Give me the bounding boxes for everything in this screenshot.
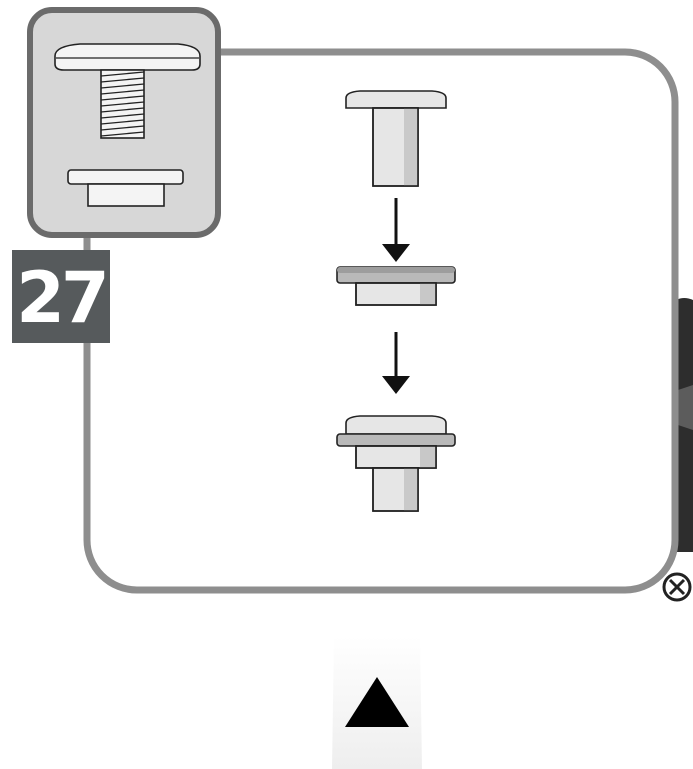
down-arrow-icon	[382, 332, 410, 394]
step-number: 27	[16, 256, 109, 339]
assembled-part	[336, 415, 456, 512]
up-button[interactable]	[332, 636, 422, 769]
thumb-bushing	[67, 169, 184, 207]
close-x-icon[interactable]	[662, 572, 692, 602]
bushing-part	[336, 266, 456, 306]
bolt-part	[345, 90, 447, 187]
thumb-screw	[54, 43, 201, 139]
down-arrow-icon	[382, 198, 410, 262]
up-triangle-icon	[345, 677, 409, 727]
step-number-badge: 27	[12, 250, 110, 343]
side-tab[interactable]	[676, 298, 693, 552]
parts-thumbnail	[27, 7, 221, 238]
